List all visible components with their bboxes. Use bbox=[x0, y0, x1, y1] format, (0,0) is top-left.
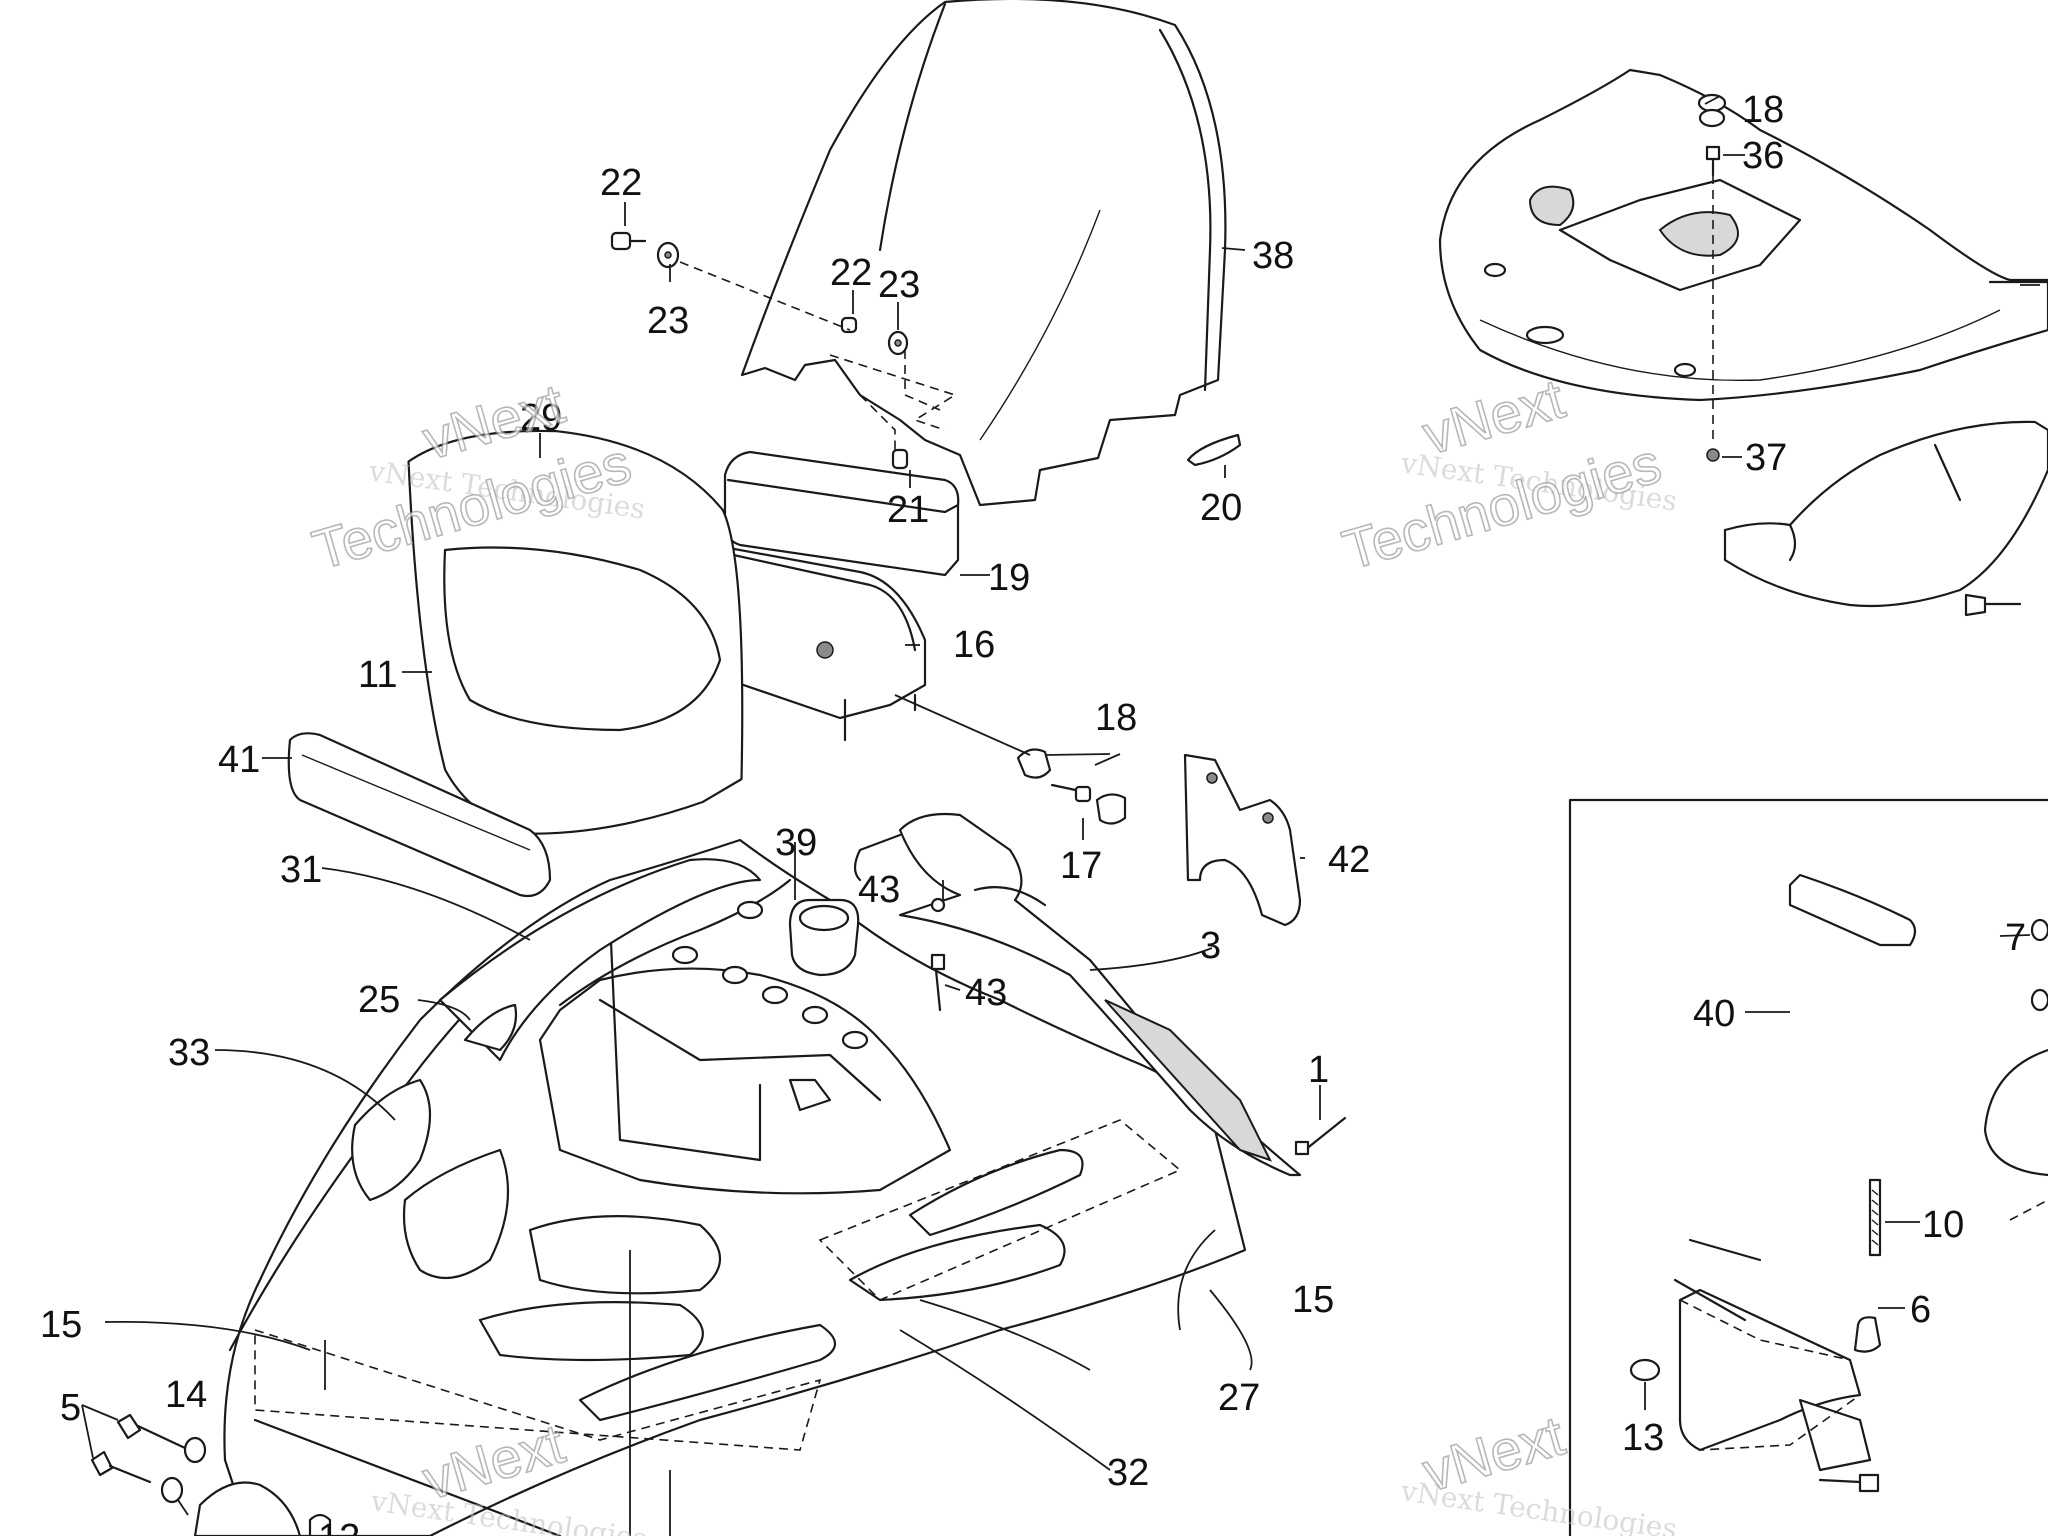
callout-21: 21 bbox=[887, 489, 929, 531]
callout-40: 40 bbox=[1693, 993, 1735, 1035]
callout-39: 39 bbox=[775, 822, 817, 864]
callout-16: 16 bbox=[953, 624, 995, 666]
windshield bbox=[740, 0, 1227, 507]
callout-17: 17 bbox=[1060, 845, 1102, 887]
hood-upper-right bbox=[1438, 68, 2048, 402]
plug-39 bbox=[788, 898, 860, 977]
watermark-text: vNext bbox=[1416, 366, 1571, 466]
callout-42: 42 bbox=[1328, 839, 1370, 881]
callout-31: 31 bbox=[280, 849, 322, 891]
callout-36: 36 bbox=[1742, 135, 1784, 177]
pad-41 bbox=[287, 732, 552, 898]
bracket-42 bbox=[1183, 753, 1302, 927]
hardware-lower-left bbox=[90, 1413, 332, 1536]
callout-43-lower: 43 bbox=[965, 972, 1007, 1014]
callout-11: 11 bbox=[358, 654, 397, 696]
callout-18-top-right: 18 bbox=[1742, 89, 1784, 131]
callout-25: 25 bbox=[358, 979, 400, 1021]
callout-37: 37 bbox=[1745, 437, 1787, 479]
callout-29: 29 bbox=[520, 397, 562, 439]
pad-11 bbox=[407, 429, 744, 835]
callout-15-left: 15 bbox=[40, 1304, 82, 1346]
callout-22-mid: 22 bbox=[830, 252, 872, 294]
watermark-2: vNext Technologies vNext Technologies bbox=[1335, 366, 1679, 583]
callout-27: 27 bbox=[1218, 1377, 1260, 1419]
callout-14: 14 bbox=[165, 1374, 207, 1416]
leader-lines bbox=[81, 95, 2040, 1536]
callout-41: 41 bbox=[218, 739, 260, 781]
inset-panel bbox=[1568, 798, 2048, 1536]
callout-15-right: 15 bbox=[1292, 1279, 1334, 1321]
callout-23-mid: 23 bbox=[878, 264, 920, 306]
callout-10: 10 bbox=[1922, 1204, 1964, 1246]
callout-12: 12 bbox=[318, 1517, 360, 1536]
callout-3: 3 bbox=[1200, 925, 1221, 967]
callout-13: 13 bbox=[1622, 1417, 1664, 1459]
callout-23-top: 23 bbox=[647, 300, 689, 342]
trim-rail bbox=[438, 858, 762, 1062]
callout-38: 38 bbox=[1252, 235, 1294, 277]
callout-43-upper: 43 bbox=[858, 869, 900, 911]
callout-32: 32 bbox=[1107, 1452, 1149, 1494]
callout-19: 19 bbox=[988, 557, 1030, 599]
callout-5: 5 bbox=[60, 1387, 81, 1429]
callout-6: 6 bbox=[1910, 1289, 1931, 1331]
assembly-lines bbox=[679, 175, 1714, 756]
callout-20: 20 bbox=[1200, 487, 1242, 529]
callout-22-top: 22 bbox=[600, 162, 642, 204]
hardware bbox=[610, 93, 2022, 1156]
main-hood bbox=[223, 838, 1247, 1536]
callout-18-center: 18 bbox=[1095, 697, 1137, 739]
side-trim-3 bbox=[853, 812, 1302, 1177]
callout-7: 7 bbox=[2005, 917, 2026, 959]
callout-33: 33 bbox=[168, 1032, 210, 1074]
callout-1: 1 bbox=[1308, 1049, 1329, 1091]
callout-labels: 22 23 22 23 38 21 20 29 19 16 11 41 18 1… bbox=[40, 89, 2026, 1536]
